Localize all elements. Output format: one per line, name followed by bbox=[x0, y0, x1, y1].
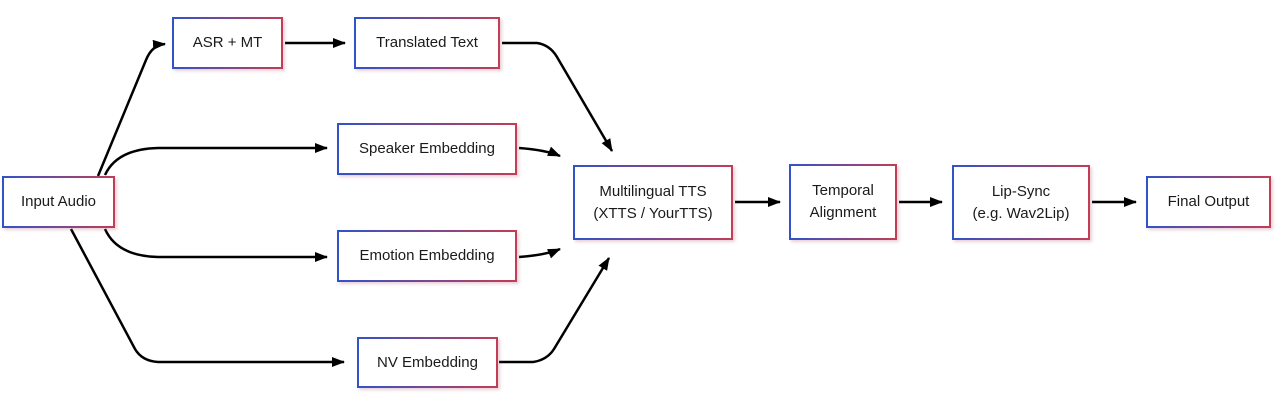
node-final-output-label: Final Output bbox=[1167, 193, 1250, 210]
edge-emotion-embedding-to-multilingual-tts bbox=[518, 247, 561, 259]
edge-nv-embedding-to-multilingual-tts bbox=[499, 257, 611, 364]
node-multilingual-tts: Multilingual TTS (XTTS / YourTTS) bbox=[573, 165, 733, 240]
edge-translated-text-to-multilingual-tts bbox=[502, 41, 614, 152]
node-emotion-embedding-label: Emotion Embedding bbox=[359, 247, 495, 264]
node-translated-text: Translated Text bbox=[354, 17, 500, 69]
node-speaker-embedding: Speaker Embedding bbox=[337, 123, 517, 175]
node-multilingual-tts-label-line2: (XTTS / YourTTS) bbox=[593, 204, 713, 222]
node-lip-sync-label-line2: (e.g. Wav2Lip) bbox=[972, 204, 1070, 222]
node-asr-mt-label: ASR + MT bbox=[192, 34, 263, 51]
edge-input-audio-to-speaker-embedding bbox=[103, 143, 328, 176]
edge-speaker-embedding-to-multilingual-tts bbox=[518, 146, 561, 158]
node-nv-embedding-label: NV Embedding bbox=[377, 353, 478, 371]
node-speaker-embedding-label: Speaker Embedding bbox=[359, 140, 495, 157]
node-final-output: Final Output bbox=[1146, 176, 1271, 228]
node-translated-text-label: Translated Text bbox=[376, 34, 478, 51]
node-temporal-alignment-label-line2: Alignment bbox=[809, 204, 877, 221]
node-temporal-alignment-label-line1: Temporal bbox=[812, 182, 874, 199]
node-lip-sync-label-line1: Lip-Sync bbox=[991, 182, 1051, 200]
node-temporal-alignment: Temporal Alignment bbox=[789, 164, 897, 240]
edge-input-audio-to-asr-mt bbox=[96, 39, 166, 177]
node-asr-mt: ASR + MT bbox=[172, 17, 283, 69]
node-lip-sync: Lip-Sync (e.g. Wav2Lip) bbox=[952, 165, 1090, 240]
node-nv-embedding: NV Embedding bbox=[357, 337, 498, 388]
node-input-audio: Input Audio bbox=[2, 176, 115, 228]
node-emotion-embedding: Emotion Embedding bbox=[337, 230, 517, 282]
node-multilingual-tts-label-line1: Multilingual TTS bbox=[599, 182, 707, 200]
edge-input-audio-to-emotion-embedding bbox=[103, 228, 328, 262]
node-input-audio-label: Input Audio bbox=[20, 193, 97, 210]
edge-input-audio-to-nv-embedding bbox=[69, 228, 345, 367]
